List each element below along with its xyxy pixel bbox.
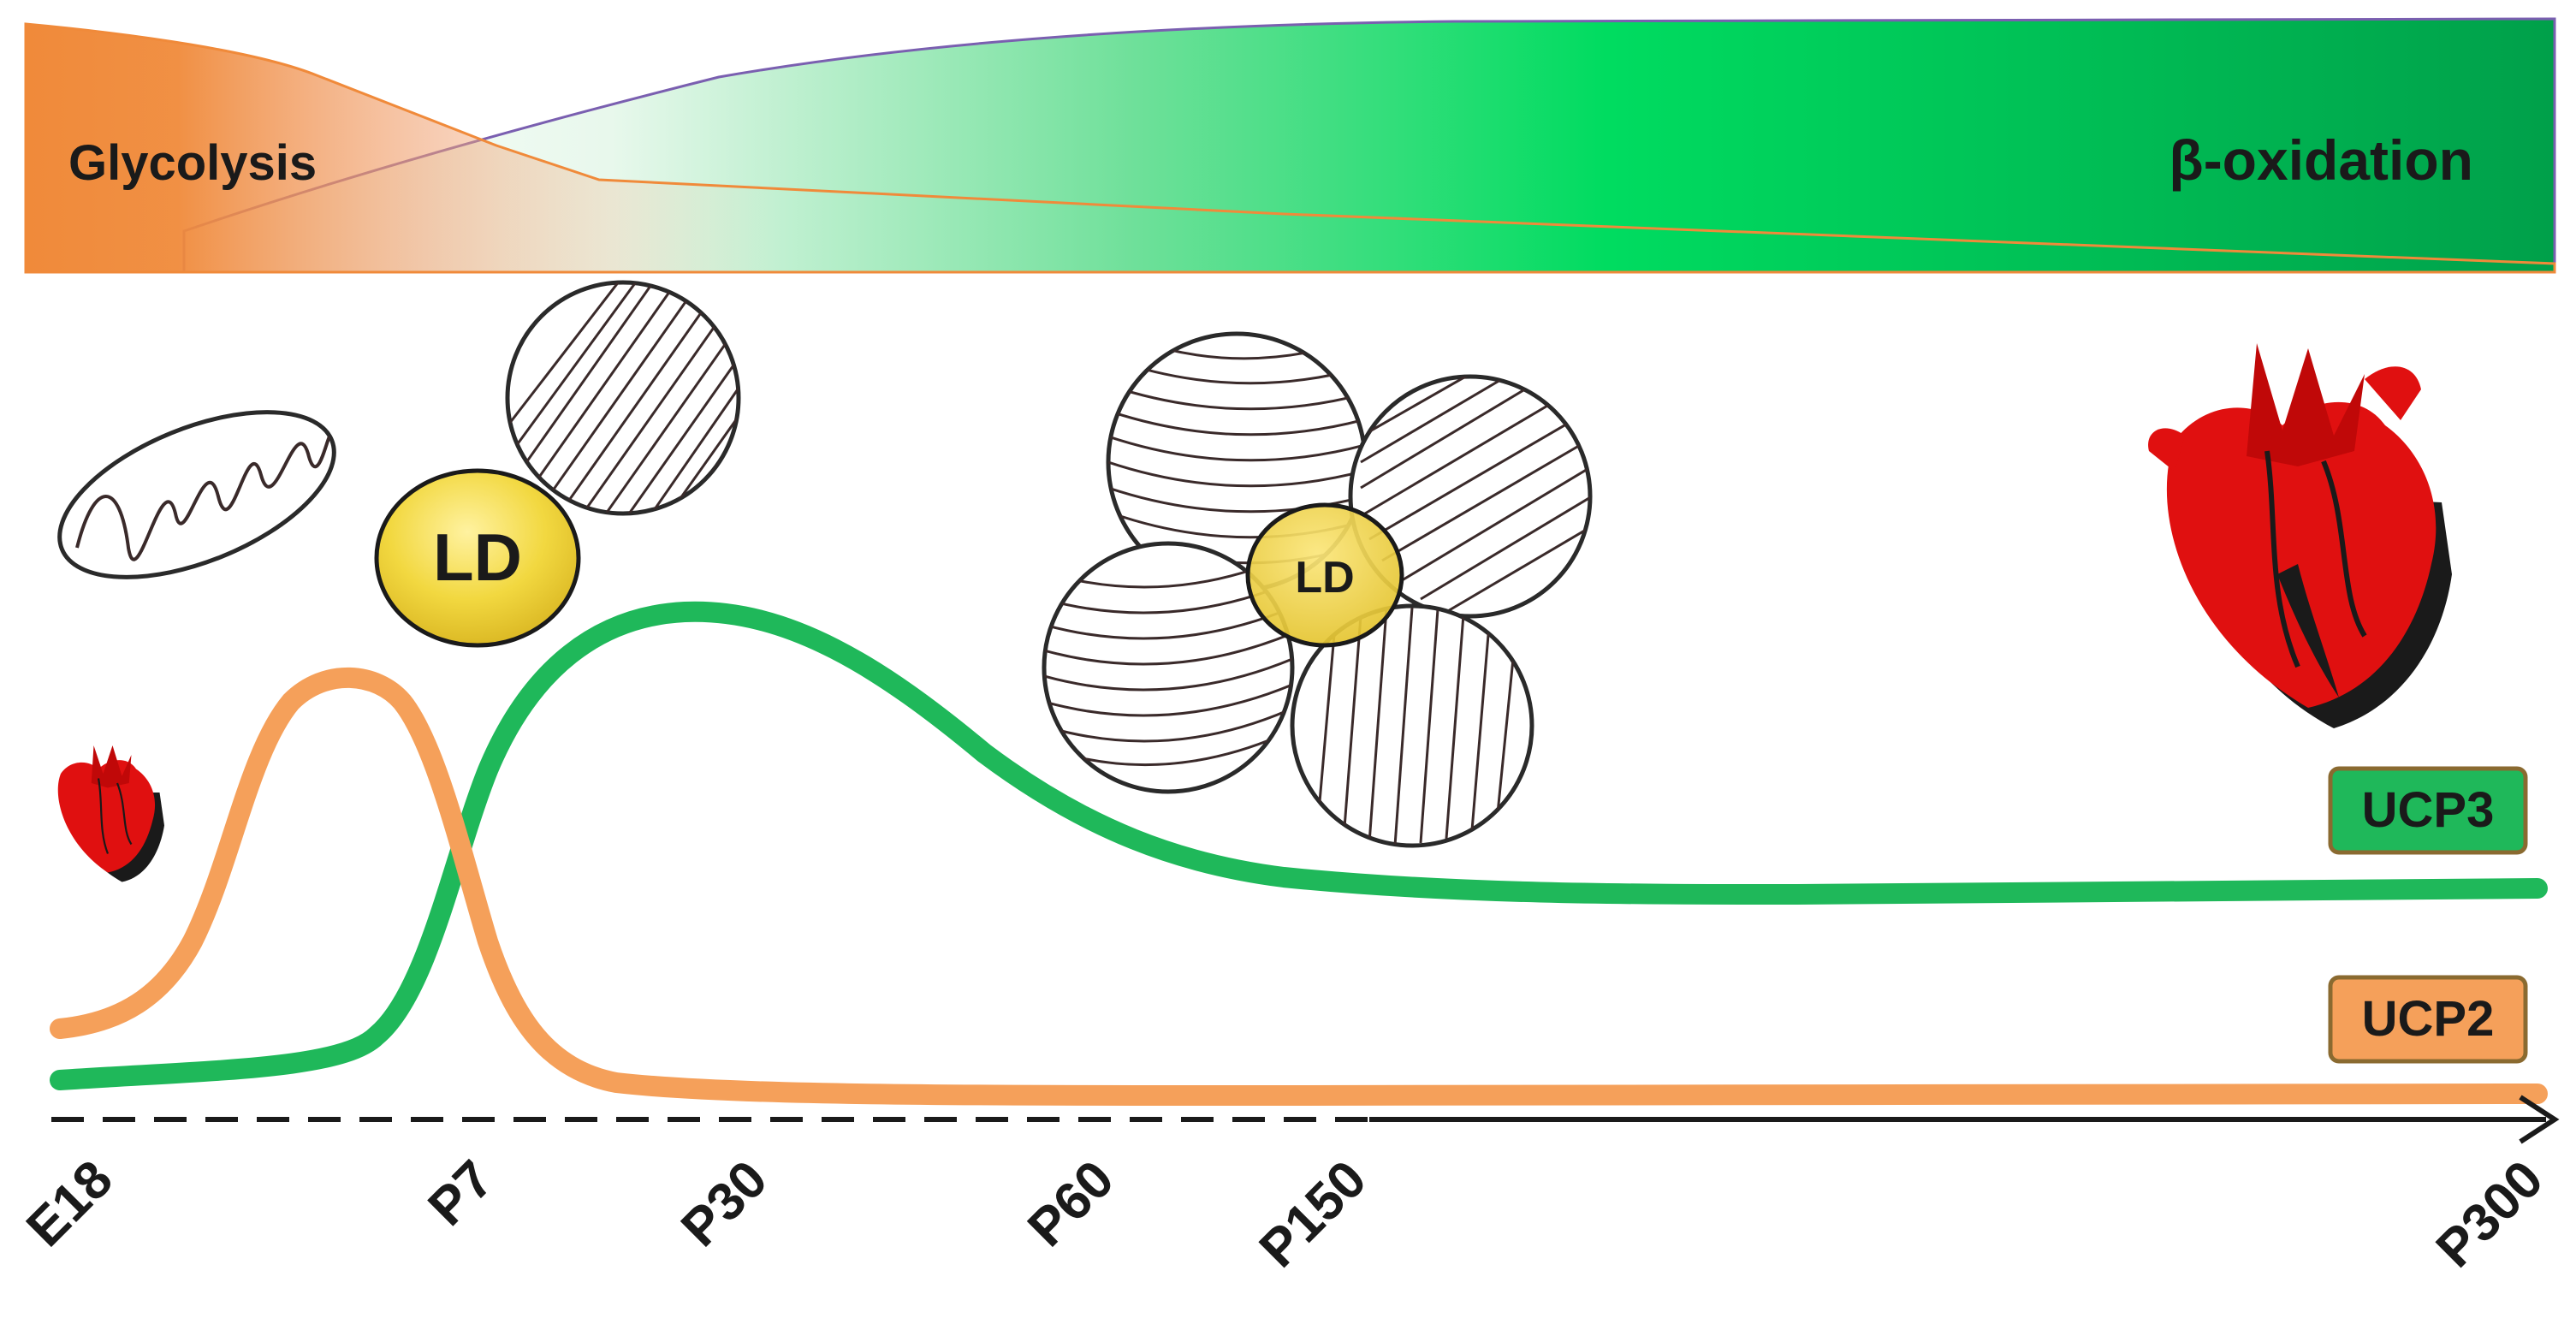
ucp2-curve [50,667,2548,1106]
ucp2-legend-label: UCP2 [2362,991,2495,1047]
tick-label-p150: P150 [1249,1149,1378,1279]
ucp3-legend-item: UCP3 [2328,766,2528,855]
tick-label-p300: P300 [2425,1149,2555,1279]
ucp2-legend-item: UCP2 [2328,975,2528,1064]
glycolysis-area [24,22,2556,274]
ucp3-curve [50,601,2548,1090]
mitochondrion-icon [1290,603,1534,848]
timeline-tick-labels: E18 P7 P30 P60 P150 P300 [15,1149,2555,1279]
lipid-droplet-icon: LD [374,468,581,648]
tick-label-p7: P7 [417,1149,504,1237]
timeline-axis [51,1095,2560,1144]
lipid-droplet-label: LD [433,519,522,595]
legend: UCP3 UCP2 [2328,766,2528,1064]
timeline-arrowhead [2519,1095,2560,1144]
lipid-droplet-label: LD [1295,553,1354,603]
tick-label-p30: P30 [670,1149,779,1258]
metabolism-banner: Glycolysis β-oxidation [24,17,2556,274]
mitochondria-cluster: LD [1042,331,1593,848]
heart-icon [57,745,164,882]
heart-icon [2148,343,2452,728]
tick-label-e18: E18 [15,1149,124,1258]
ucp3-legend-label: UCP3 [2362,782,2495,838]
mitochondrion-icon [1348,374,1593,619]
lipid-droplet-icon: LD [1245,502,1404,648]
glycolysis-label: Glycolysis [68,135,317,191]
tick-label-p60: P60 [1017,1149,1125,1258]
beta-oxidation-label: β-oxidation [2169,128,2473,192]
mitochondrion-icon [57,410,336,579]
